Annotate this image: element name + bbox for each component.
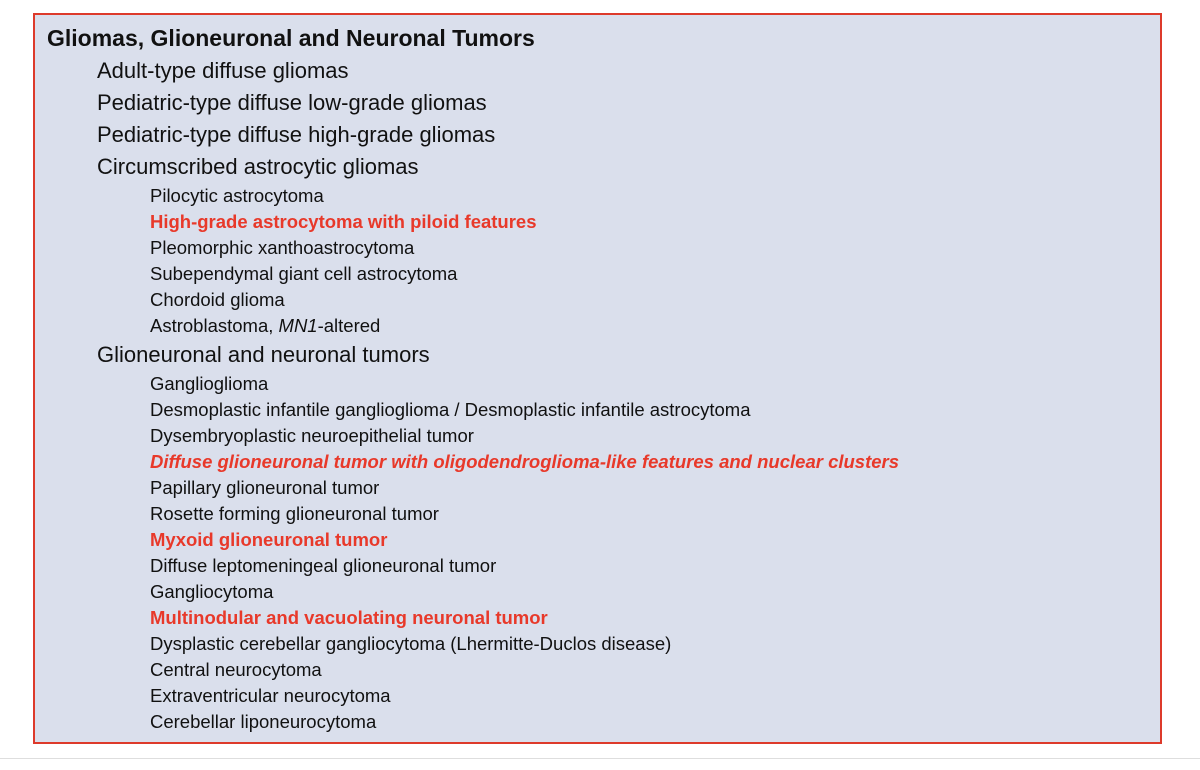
list-item-text: -altered (317, 315, 381, 336)
list-item-text: Cerebellar liponeurocytoma (150, 711, 377, 732)
list-item: Adult-type diffuse gliomas (97, 55, 1150, 87)
list-item-text: Papillary glioneuronal tumor (150, 477, 380, 498)
list-item-text: Subependymal giant cell astrocytoma (150, 263, 458, 284)
list-item: Glioneuronal and neuronal tumors (97, 339, 1150, 371)
list-item: Diffuse leptomeningeal glioneuronal tumo… (150, 553, 1150, 579)
list-item-text: Diffuse leptomeningeal glioneuronal tumo… (150, 555, 497, 576)
classification-panel: Gliomas, Glioneuronal and Neuronal Tumor… (33, 13, 1162, 744)
list-item: Chordoid glioma (150, 287, 1150, 313)
bottom-divider (0, 758, 1200, 759)
list-item: High-grade astrocytoma with piloid featu… (150, 209, 1150, 235)
list-item-text: Ganglioglioma (150, 373, 269, 394)
list-item: Papillary glioneuronal tumor (150, 475, 1150, 501)
list-item-text: Pilocytic astrocytoma (150, 185, 324, 206)
list-item: Astroblastoma, MN1-altered (150, 313, 1150, 339)
list-item: Pleomorphic xanthoastrocytoma (150, 235, 1150, 261)
list-item-text: Pleomorphic xanthoastrocytoma (150, 237, 415, 258)
list-item-text: Gangliocytoma (150, 581, 274, 602)
list-item: Gangliocytoma (150, 579, 1150, 605)
list-item-text: Diffuse glioneuronal tumor with oligoden… (150, 451, 900, 472)
list-item: Pilocytic astrocytoma (150, 183, 1150, 209)
list-item-text: Chordoid glioma (150, 289, 285, 310)
list-item-text: Dysplastic cerebellar gangliocytoma (Lhe… (150, 633, 672, 654)
list-item: Pediatric-type diffuse low-grade gliomas (97, 87, 1150, 119)
list-item-text: Circumscribed astrocytic gliomas (97, 154, 419, 179)
list-item-text: Adult-type diffuse gliomas (97, 58, 349, 83)
list-item: Circumscribed astrocytic gliomas (97, 151, 1150, 183)
list-item: Cerebellar liponeurocytoma (150, 709, 1150, 735)
list-item-text: Multinodular and vacuolating neuronal tu… (150, 607, 548, 628)
list-item: Diffuse glioneuronal tumor with oligoden… (150, 449, 1150, 475)
list-item-text: Myxoid glioneuronal tumor (150, 529, 388, 550)
list-item: Multinodular and vacuolating neuronal tu… (150, 605, 1150, 631)
panel-title: Gliomas, Glioneuronal and Neuronal Tumor… (47, 25, 535, 51)
list-item-text: Dysembryoplastic neuroepithelial tumor (150, 425, 474, 446)
list-item: Desmoplastic infantile ganglioglioma / D… (150, 397, 1150, 423)
list-item: Extraventricular neurocytoma (150, 683, 1150, 709)
list-item: Subependymal giant cell astrocytoma (150, 261, 1150, 287)
list-item-text: High-grade astrocytoma with piloid featu… (150, 211, 537, 232)
list-item-text: Central neurocytoma (150, 659, 322, 680)
list-item-text: Glioneuronal and neuronal tumors (97, 342, 430, 367)
list-item-text: Pediatric-type diffuse high-grade glioma… (97, 122, 496, 147)
list-item: Dysplastic cerebellar gangliocytoma (Lhe… (150, 631, 1150, 657)
list-item-text: Pediatric-type diffuse low-grade gliomas (97, 90, 487, 115)
list-item-text: Desmoplastic infantile ganglioglioma / D… (150, 399, 751, 420)
list-item: Rosette forming glioneuronal tumor (150, 501, 1150, 527)
list-item: Dysembryoplastic neuroepithelial tumor (150, 423, 1150, 449)
list-item: Pediatric-type diffuse high-grade glioma… (97, 119, 1150, 151)
list-item-text: Rosette forming glioneuronal tumor (150, 503, 439, 524)
list-item-text: Astroblastoma, (150, 315, 279, 336)
gene-symbol: MN1 (278, 315, 318, 336)
list-item: Myxoid glioneuronal tumor (150, 527, 1150, 553)
list-item: Central neurocytoma (150, 657, 1150, 683)
list-item-text: Extraventricular neurocytoma (150, 685, 391, 706)
list-item: Ganglioglioma (150, 371, 1150, 397)
